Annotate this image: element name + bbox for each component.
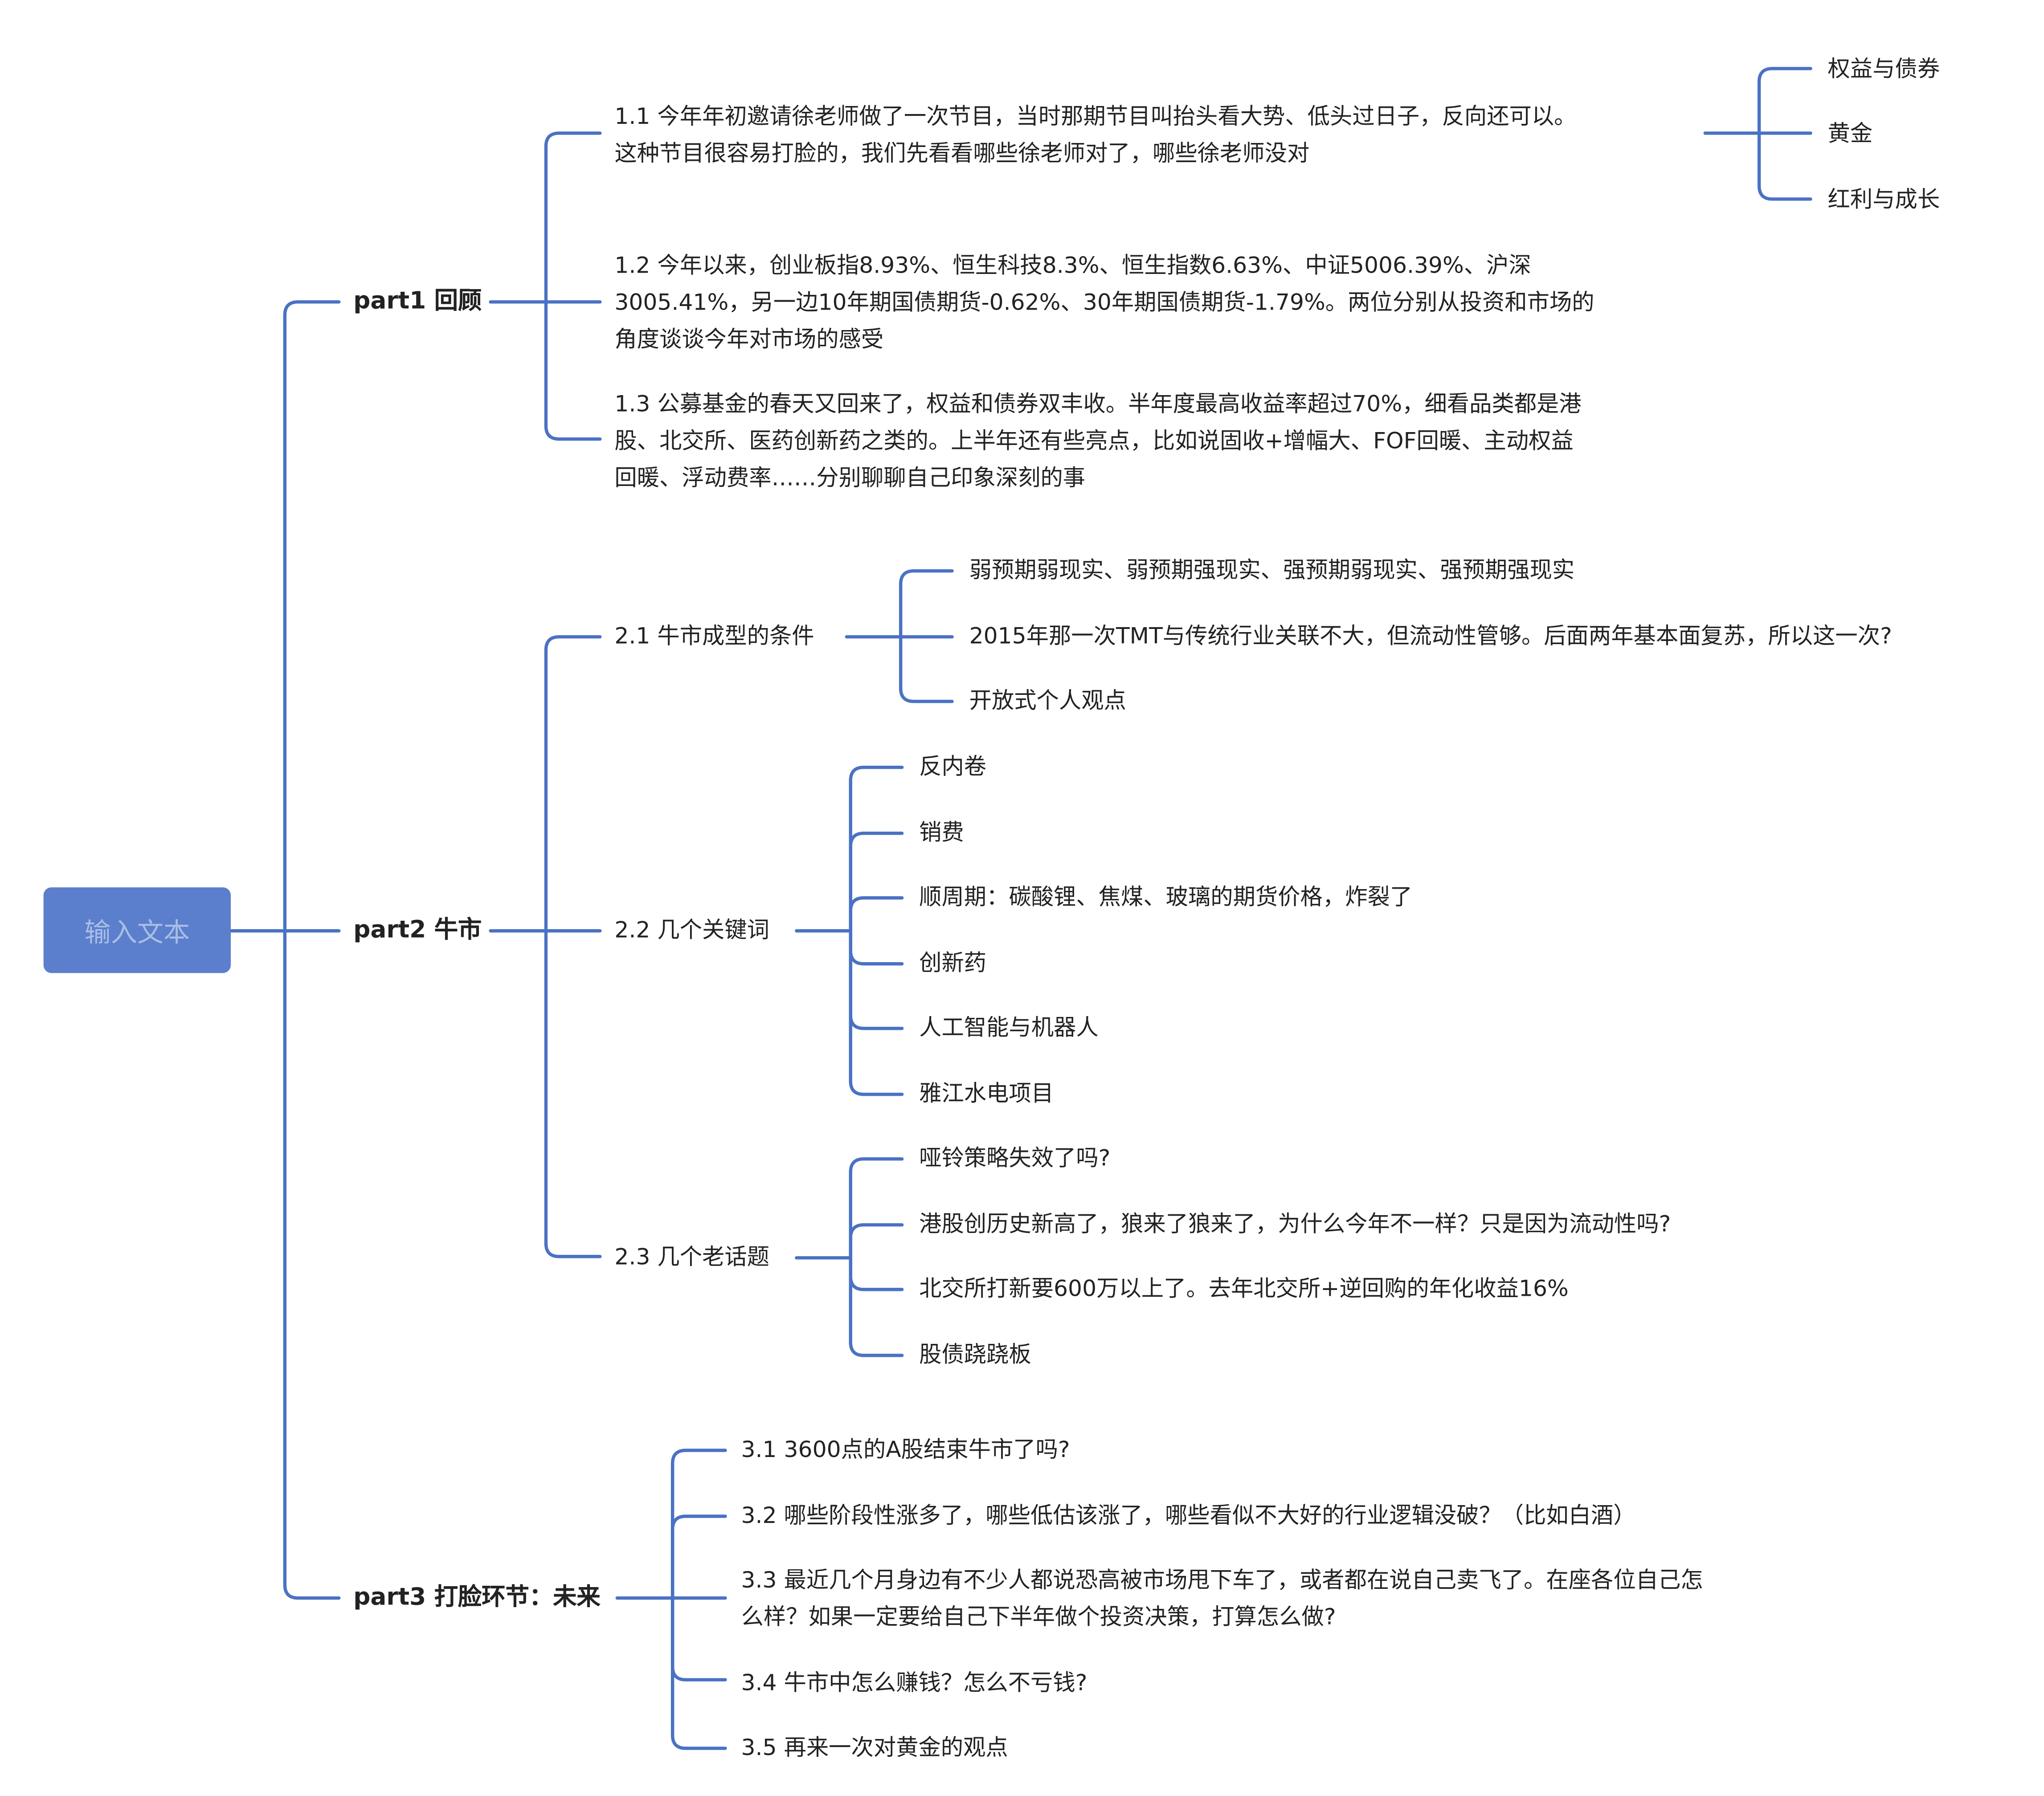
subtopic-2-3-3-text: 北交所打新要600万以上了。去年北交所+逆回购的年化收益16% [919, 1276, 1569, 1303]
topic-1-2[interactable]: 1.2 今年以来，创业板指8.93%、恒生科技8.3%、恒生指数6.63%、中证… [614, 248, 1594, 359]
topic-3-3[interactable]: 3.3 最近几个月身边有不少人都说恐高被市场甩下车了，或者都在说自己卖飞了。在座… [741, 1563, 1703, 1637]
subtopic-2-1-1-text: 弱预期弱现实、弱预期强现实、强预期弱现实、强预期强现实 [969, 558, 1575, 584]
subtopic-2-2-5[interactable]: 人工智能与机器人 [919, 1010, 1099, 1047]
subtopic-2-2-6-text: 雅江水电项目 [919, 1081, 1054, 1108]
topic-3-3-text: 么样？如果一定要给自己下半年做个投资决策，打算怎么做? [741, 1604, 1336, 1631]
part3-connector-branch [670, 1449, 727, 1600]
subtopic-1-1-3-text: 红利与成长 [1827, 187, 1940, 214]
part1-connector-branch [544, 131, 602, 304]
topic-1-3-text: 1.3 公募基金的春天又回来了，权益和债券双丰收。半年度最高收益率超过70%，细… [614, 392, 1582, 418]
subtopic-2-1-2-text: 2015年那一次TMT与传统行业关联不大，但流动性管够。后面两年基本面复苏，所以… [969, 624, 1892, 650]
topic-3-5[interactable]: 3.5 再来一次对黄金的观点 [741, 1730, 1008, 1767]
subtopic-2-3-4[interactable]: 股债跷跷板 [919, 1337, 1031, 1374]
topic-1-1-connector-branch [1757, 131, 1812, 201]
subtopic-2-1-3-text: 开放式个人观点 [969, 688, 1126, 715]
topic-3-3-text: 3.3 最近几个月身边有不少人都说恐高被市场甩下车了，或者都在说自己卖飞了。在座… [741, 1567, 1703, 1594]
topic-3-4[interactable]: 3.4 牛市中怎么赚钱？怎么不亏钱? [741, 1665, 1087, 1702]
subtopic-2-3-2-text: 港股创历史新高了，狼来了狼来了，为什么今年不一样？只是因为流动性吗? [919, 1212, 1671, 1238]
subtopic-2-3-1[interactable]: 哑铃策略失效了吗? [919, 1140, 1110, 1177]
subtopic-1-1-2[interactable]: 黄金 [1828, 116, 1873, 153]
subtopic-2-3-2[interactable]: 港股创历史新高了，狼来了狼来了，为什么今年不一样？只是因为流动性吗? [919, 1206, 1671, 1243]
subtopic-1-1-3[interactable]: 红利与成长 [1828, 182, 1940, 219]
subtopic-1-1-2-text: 黄金 [1827, 121, 1873, 148]
subtopic-2-2-2[interactable]: 销费 [919, 815, 964, 852]
topic-2-2[interactable]: 2.2 几个关键词 [614, 912, 769, 949]
topic-2-3[interactable]: 2.3 几个老话题 [614, 1239, 769, 1276]
topic-1-2-text: 3005.41%，另一边10年期国债期货-0.62%、30年期国债期货-1.79… [614, 290, 1594, 317]
topic-2-2-connector-branch [849, 766, 904, 933]
subtopic-2-1-1[interactable]: 弱预期弱现实、弱预期强现实、强预期弱现实、强预期强现实 [969, 552, 1575, 589]
subtopic-2-2-4-text: 创新药 [919, 951, 987, 977]
topic-2-2-connector-branch [849, 929, 904, 1096]
subtopic-2-2-2-text: 销费 [919, 820, 964, 847]
topic-2-3-connector-branch [849, 1223, 904, 1260]
topic-1-2-text: 角度谈谈今年对市场的感受 [614, 327, 884, 354]
topic-2-2-connector-branch [849, 832, 904, 933]
topic-3-1[interactable]: 3.1 3600点的A股结束牛市了吗? [741, 1432, 1070, 1469]
topic-1-3-text: 股、北交所、医药创新药之类的。上半年还有些亮点，比如说固收+增幅大、FOF回暖、… [614, 429, 1574, 455]
topic-2-1[interactable]: 2.1 牛市成型的条件 [614, 618, 814, 655]
topic-3-1-text: 3.1 3600点的A股结束牛市了吗? [741, 1437, 1070, 1464]
subtopic-2-2-1[interactable]: 反内卷 [919, 749, 986, 786]
topic-1-1[interactable]: 1.1 今年年初邀请徐老师做了一次节目，当时那期节目叫抬头看大势、低头过日子，反… [614, 99, 1576, 173]
subtopic-1-1-1[interactable]: 权益与债券 [1828, 51, 1940, 88]
part3-connector-branch [670, 1596, 727, 1750]
topic-2-2-connector-branch [849, 929, 904, 966]
part3-connector-branch [670, 1596, 727, 1682]
subtopic-2-1-2[interactable]: 2015年那一次TMT与传统行业关联不大，但流动性管够。后面两年基本面复苏，所以… [969, 618, 1892, 655]
part-node-3[interactable]: part3 打脸环节：未来 [353, 1583, 601, 1612]
topic-3-2[interactable]: 3.2 哪些阶段性涨多了，哪些低估该涨了，哪些看似不大好的行业逻辑没破？（比如白… [741, 1498, 1636, 1535]
topic-2-1-connector-branch [899, 569, 954, 639]
root-connector-branch [283, 929, 341, 1600]
subtopic-2-2-1-text: 反内卷 [919, 754, 987, 781]
root-node-label: 输入文本 [84, 916, 190, 948]
topic-3-2-text: 3.2 哪些阶段性涨多了，哪些低估该涨了，哪些看似不大好的行业逻辑没破？（比如白… [741, 1503, 1636, 1530]
root-node[interactable]: 输入文本 [43, 887, 231, 973]
subtopic-2-2-4[interactable]: 创新药 [919, 945, 986, 982]
topic-2-2-connector-branch [849, 929, 904, 1030]
topic-1-2-text: 1.2 今年以来，创业板指8.93%、恒生科技8.3%、恒生指数6.63%、中证… [614, 253, 1531, 280]
topic-1-1-text: 这种节目很容易打脸的，我们先看看哪些徐老师对了，哪些徐老师没对 [614, 141, 1310, 167]
part1-connector-branch [544, 300, 602, 441]
part-node-2[interactable]: part2 牛市 [353, 916, 482, 944]
subtopic-1-1-1-text: 权益与债券 [1827, 57, 1940, 83]
subtopic-2-1-3[interactable]: 开放式个人观点 [969, 683, 1126, 720]
topic-1-3[interactable]: 1.3 公募基金的春天又回来了，权益和债券双丰收。半年度最高收益率超过70%，细… [614, 386, 1581, 497]
subtopic-2-2-3[interactable]: 顺周期：碳酸锂、焦煤、玻璃的期货价格，炸裂了 [919, 879, 1412, 916]
subtopic-2-3-1-text: 哑铃策略失效了吗? [919, 1146, 1111, 1172]
topic-1-3-text: 回暖、浮动费率……分别聊聊自己印象深刻的事 [614, 465, 1086, 492]
root-connector-branch [283, 300, 341, 933]
part2-connector-branch [544, 929, 602, 1258]
subtopic-2-2-5-text: 人工智能与机器人 [919, 1015, 1099, 1042]
topic-2-3-connector-branch [849, 1157, 904, 1260]
subtopic-2-3-3[interactable]: 北交所打新要600万以上了。去年北交所+逆回购的年化收益16% [919, 1271, 1569, 1308]
topic-2-2-connector-branch [849, 896, 904, 933]
topic-3-4-text: 3.4 牛市中怎么赚钱？怎么不亏钱? [741, 1670, 1087, 1697]
part-node-1[interactable]: part1 回顾 [353, 287, 482, 315]
topic-2-3-text: 2.3 几个老话题 [614, 1245, 770, 1271]
topic-1-1-connector-branch [1757, 67, 1812, 135]
topic-2-1-connector-branch [899, 635, 954, 703]
part3-connector-branch [670, 1514, 727, 1600]
topic-2-2-text: 2.2 几个关键词 [614, 918, 770, 944]
subtopic-2-2-3-text: 顺周期：碳酸锂、焦煤、玻璃的期货价格，炸裂了 [919, 885, 1413, 911]
part2-connector-branch [544, 635, 602, 933]
topic-2-3-connector-branch [849, 1256, 904, 1291]
subtopic-2-3-4-text: 股债跷跷板 [919, 1342, 1031, 1369]
topic-2-1-text: 2.1 牛市成型的条件 [614, 624, 814, 650]
topic-3-5-text: 3.5 再来一次对黄金的观点 [741, 1735, 1008, 1762]
topic-2-3-connector-branch [849, 1256, 904, 1357]
topic-1-1-text: 1.1 今年年初邀请徐老师做了一次节目，当时那期节目叫抬头看大势、低头过日子，反… [614, 104, 1577, 131]
subtopic-2-2-6[interactable]: 雅江水电项目 [919, 1076, 1054, 1113]
